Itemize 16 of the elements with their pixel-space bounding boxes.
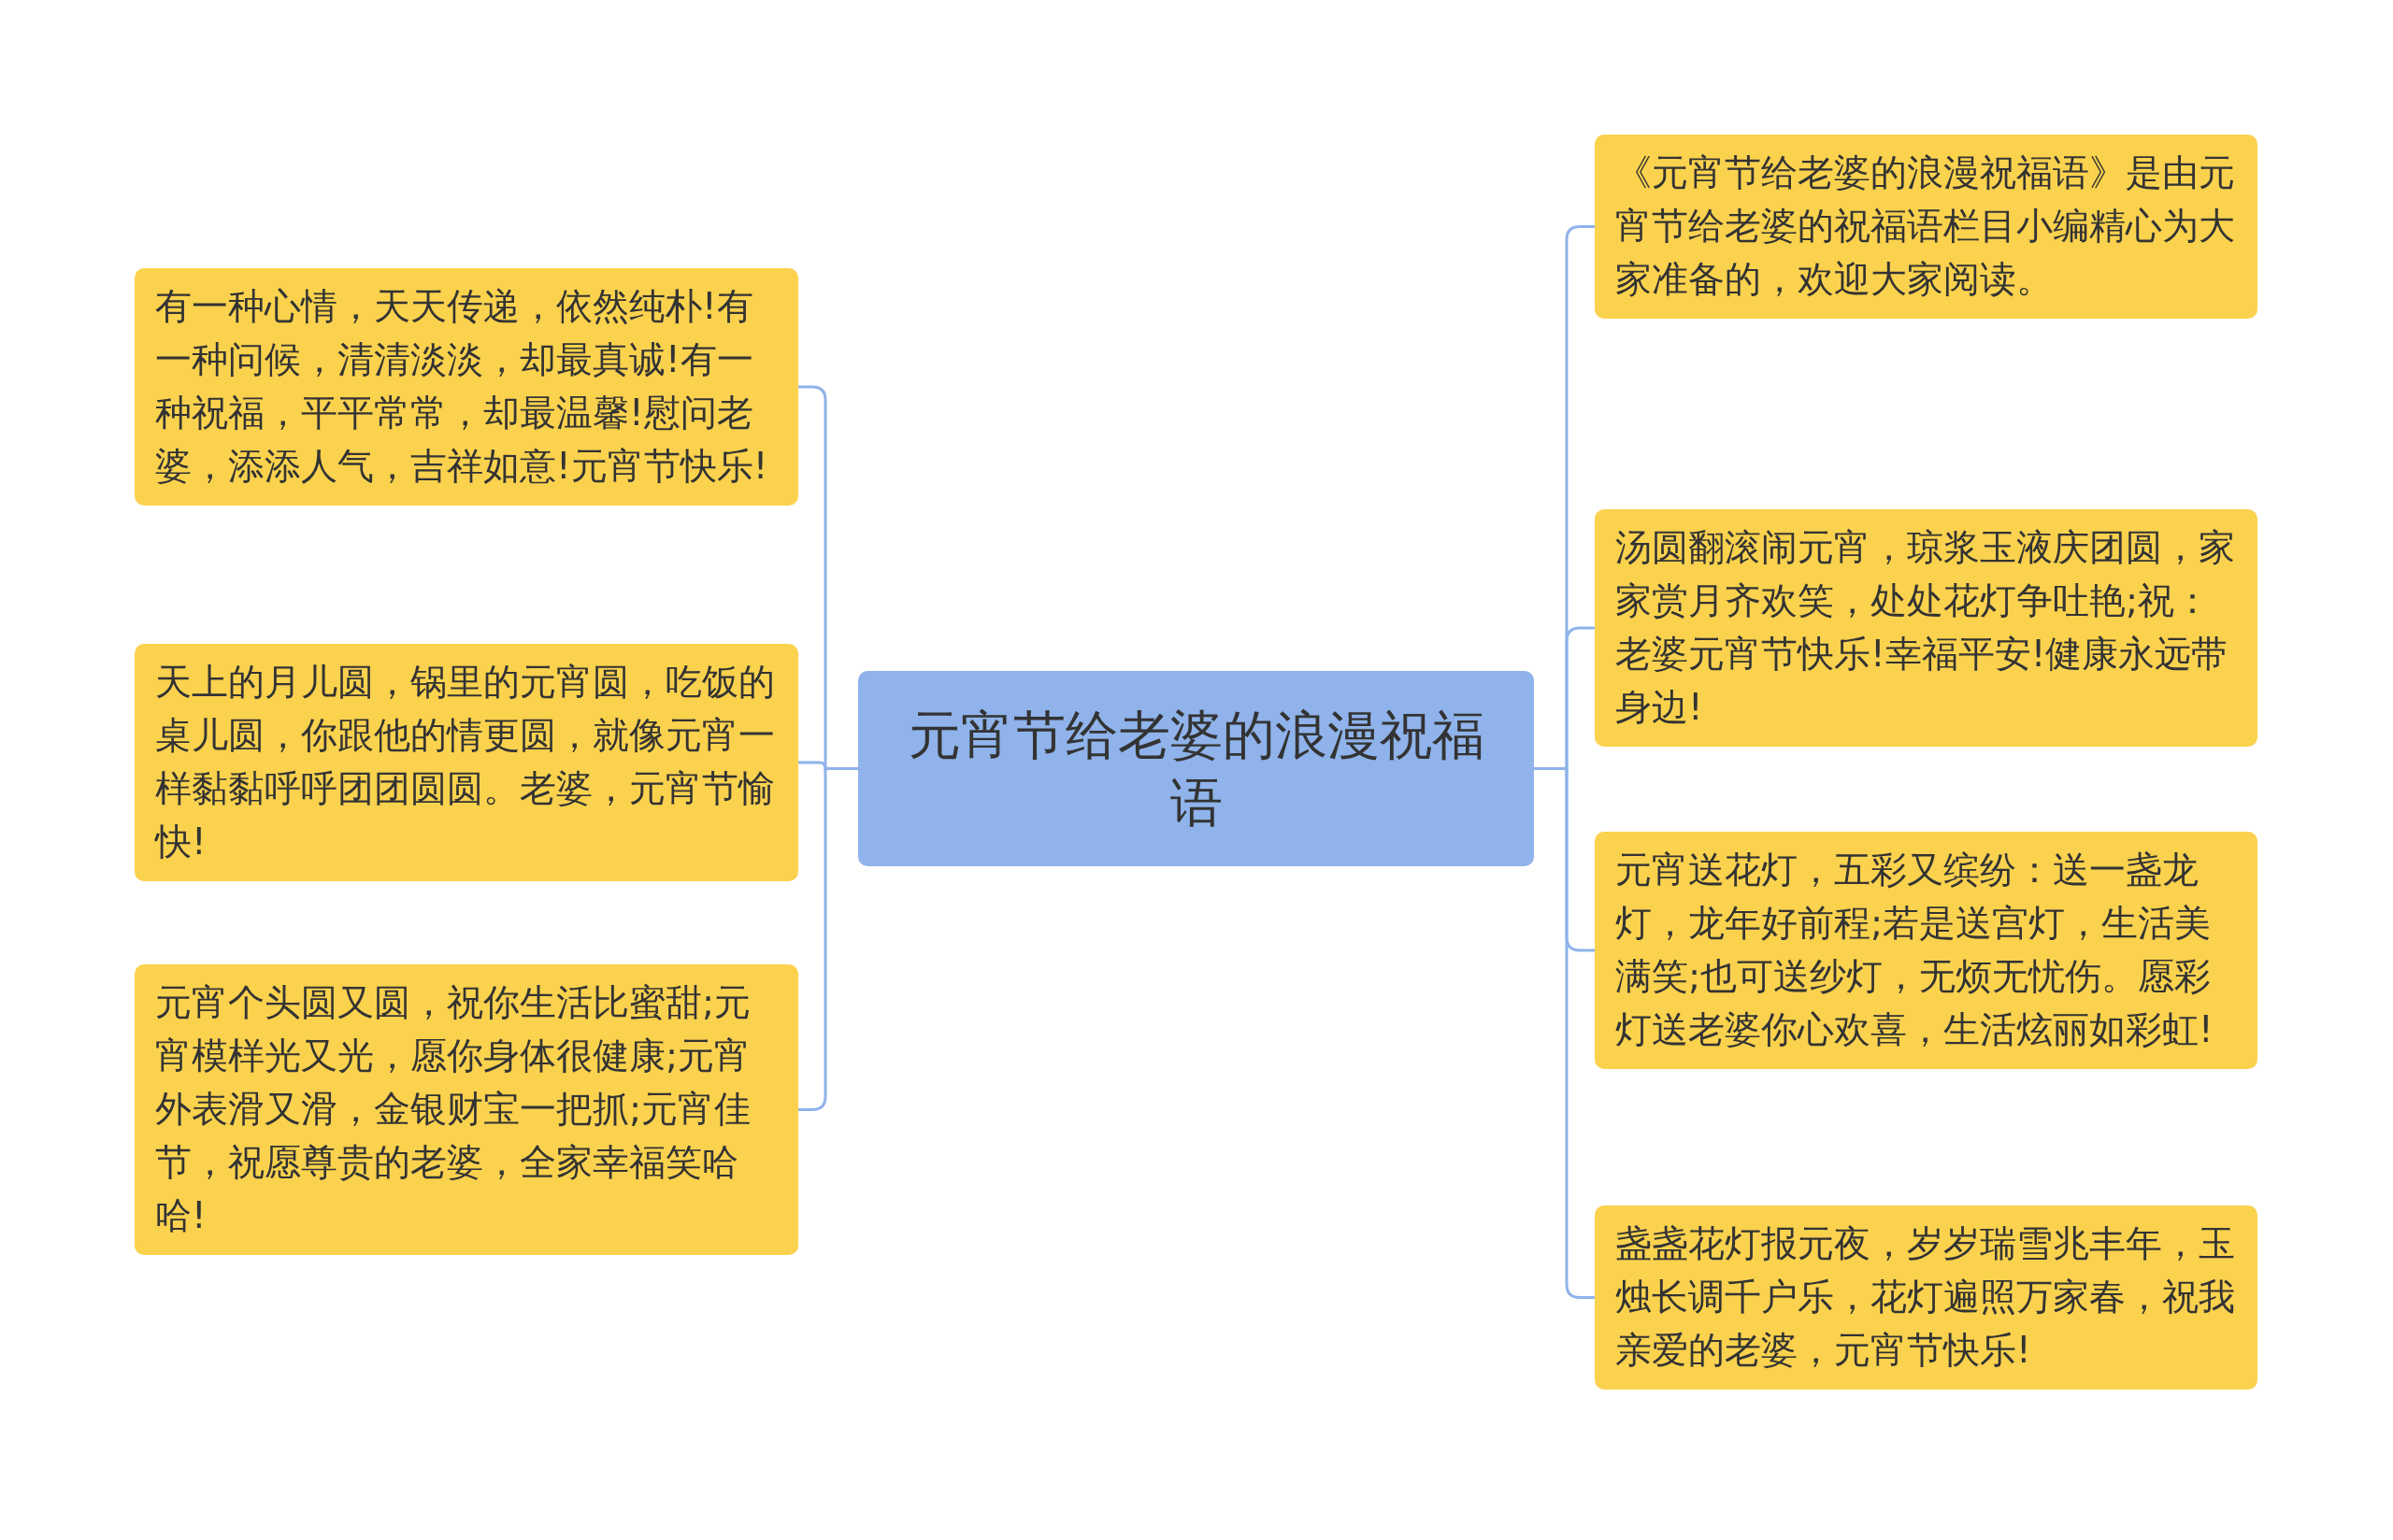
node-text: 盏盏花灯报元夜，岁岁瑞雪兆丰年，玉烛长调千户乐，花灯遍照万家春，祝我亲爱的老婆，元宵节快乐! [1615,1221,2236,1373]
topic-box [858,671,1534,866]
node-text: 有一种心情，天天传递，依然纯朴!有一种问候，清清淡淡，却最真诚!有一种祝福，平平常常，却最温馨!慰问老婆，添添人气，吉祥如意!元宵节快乐! [155,284,769,489]
subtopic-box [135,644,798,881]
subtopic-box [1595,135,2257,319]
subtopic-box [135,268,798,506]
subtopic-box [1595,509,2257,747]
subtopic-box [1595,832,2257,1069]
node-text: 汤圆翻滚闹元宵，琼浆玉液庆团圆，家家赏月齐欢笑，处处花灯争吐艳;祝：老婆元宵节快乐!幸福平安!健康永远带身边! [1615,525,2236,730]
node-text: 《元宵节给老婆的浪漫祝福语》是由元宵节给老婆的祝福语栏目小编精心为大家准备的，欢迎大家阅读。 [1615,150,2236,302]
subtopic-box [135,964,798,1255]
node-text: 元宵个头圆又圆，祝你生活比蜜甜;元宵模样光又光，愿你身体很健康;元宵外表滑又滑，金银财宝一把抓;元宵佳节，祝愿尊贵的老婆，全家幸福笑哈哈! [155,980,752,1238]
node-text: 元宵节给老婆的浪漫祝福语 [907,703,1485,834]
node-text: 天上的月儿圆，锅里的元宵圆，吃饭的桌儿圆，你跟他的情更圆，就像元宵一样黏黏呼呼团团圆圆。老婆，元宵节愉快! [155,660,776,864]
subtopic-box [1595,1205,2257,1390]
node-text: 元宵送花灯，五彩又缤纷：送一盏龙灯，龙年好前程;若是送宫灯，生活美满笑;也可送纱灯，无烦无忧伤。愿彩灯送老婆你心欢喜，生活炫丽如彩虹! [1615,848,2214,1052]
